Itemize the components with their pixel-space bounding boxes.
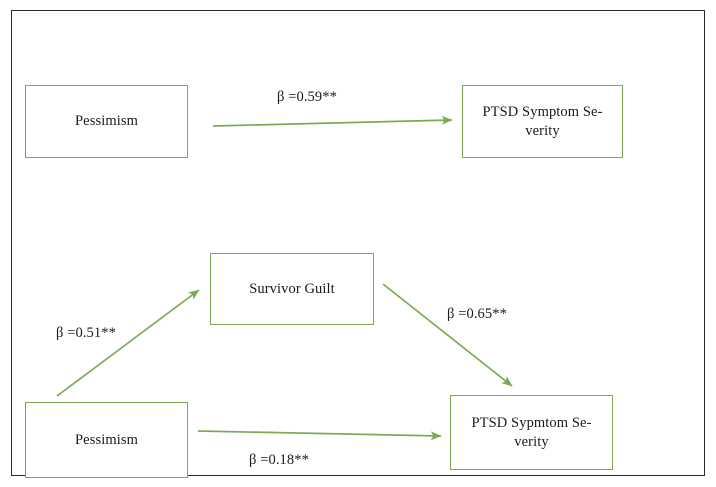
node-pessimism-mediation-model: Pessimism (25, 402, 188, 478)
arrow-b-path (382, 283, 513, 387)
arrow-a-path (56, 289, 200, 397)
node-ptsd-symptom-severity-mediation-model: PTSD Sypmtom Se- verity (450, 395, 613, 470)
path-label-b-path: β =0.65** (447, 306, 507, 322)
path-label-a-path: β =0.51** (56, 325, 116, 341)
node-label: Pessimism (75, 113, 138, 130)
node-label: PTSD Sypmtom Se- verity (471, 415, 592, 450)
node-pessimism-direct-model: Pessimism (25, 85, 188, 158)
arrow-direct-effect (212, 115, 453, 127)
node-ptsd-symptom-severity-direct-model: PTSD Symptom Se- verity (462, 85, 623, 158)
path-label-c-prime-path: β =0.18** (249, 452, 309, 468)
node-survivor-guilt: Survivor Guilt (210, 253, 374, 325)
path-label-direct-effect: β =0.59** (277, 89, 337, 105)
node-label: Survivor Guilt (249, 280, 335, 297)
node-label: PTSD Symptom Se- verity (482, 104, 603, 139)
node-label: Pessimism (75, 431, 138, 448)
arrow-c-prime-path (197, 430, 442, 441)
